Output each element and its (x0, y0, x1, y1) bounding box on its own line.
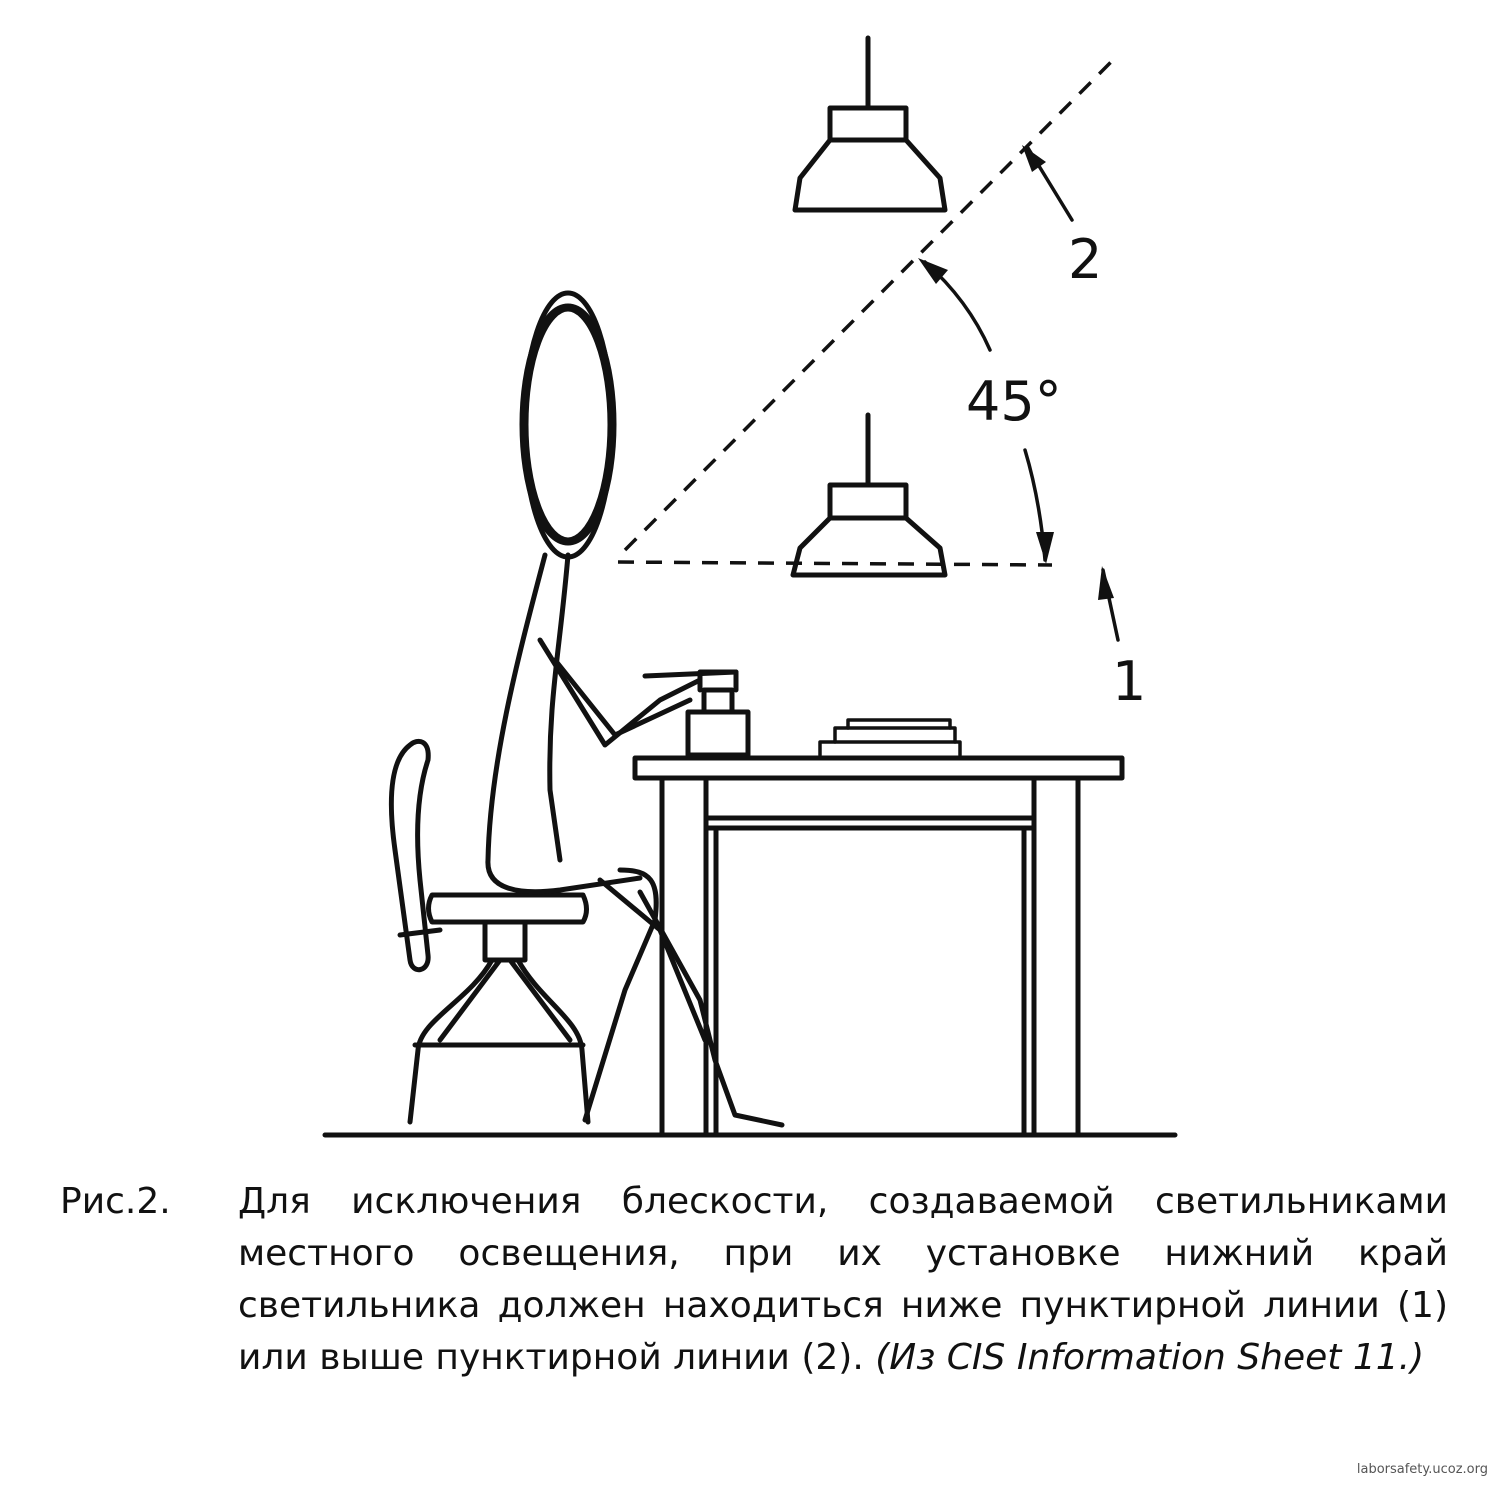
label-line-2: 2 (1068, 228, 1102, 291)
stick-figure (485, 290, 785, 1128)
dashed-line-2 (623, 56, 1117, 552)
dimension-1: 1 (1098, 566, 1146, 713)
label-line-1: 1 (1112, 650, 1146, 713)
dashed-line-1 (617, 560, 1053, 567)
watermark: laborsafety.ucoz.org (1356, 1462, 1488, 1477)
label-angle: 45° (966, 370, 1062, 433)
caption-source: (Из CIS Information Sheet 11.) (875, 1337, 1425, 1378)
desk (632, 755, 1125, 1138)
papers (818, 718, 962, 757)
chair (388, 738, 591, 1125)
caption-body: Для исключения блескости, создаваемой св… (238, 1176, 1448, 1384)
glare-diagram: 2 45° 1 (322, 35, 1178, 1138)
angle-arc: 45° (918, 258, 1062, 564)
dimension-2: 2 (1022, 145, 1102, 291)
upper-lamp (792, 35, 948, 213)
caption-text: Для исключения блескости, создаваемой св… (238, 1181, 1448, 1378)
lower-lamp (790, 412, 948, 578)
figure-label: Рис.2. (60, 1181, 171, 1222)
